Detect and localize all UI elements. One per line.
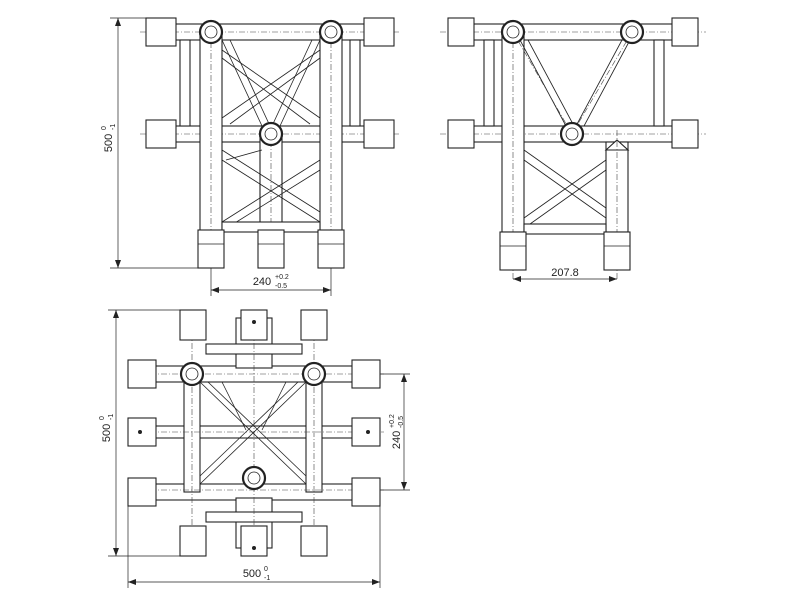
side-coupler-mr	[671, 119, 699, 149]
top-inner-dim-tol-upper: +0.2	[389, 414, 396, 428]
front-side-strut-right	[349, 39, 361, 127]
top-node-nw	[179, 361, 205, 387]
side-foot-right	[603, 231, 631, 271]
top-coupler-n2	[240, 309, 268, 341]
top-coupler-n1	[179, 309, 207, 341]
side-coupler-ml	[447, 119, 475, 149]
front-coupler-tl	[145, 17, 177, 47]
top-inner-dim-value: 240	[391, 431, 403, 449]
top-coupler-s1	[179, 525, 207, 557]
front-height-dim-tol-upper: 0	[101, 126, 108, 130]
side-strut-left	[483, 39, 495, 127]
top-height-dim-tol-upper: 0	[99, 416, 106, 420]
side-node-center	[559, 121, 585, 147]
side-foot-left	[499, 231, 527, 271]
top-view: 500 0 -1 240 +0.2 -0.5 500 0 -1	[99, 309, 410, 588]
front-node-tr	[318, 19, 344, 45]
side-bottom-chord	[523, 223, 607, 235]
side-node-right	[619, 19, 645, 45]
front-height-dim-tol-lower: -1	[110, 124, 117, 130]
front-foot-left	[197, 229, 225, 269]
front-node-tl	[198, 19, 224, 45]
top-coupler-e2	[351, 417, 381, 447]
side-width-dim-value: 207.8	[551, 267, 579, 279]
side-strut-right	[653, 39, 665, 127]
top-coupler-w3	[127, 477, 157, 507]
top-node-ne	[301, 361, 327, 387]
front-height-dim-value: 500	[103, 134, 115, 152]
top-inner-dim-tol-lower: -0.5	[398, 416, 405, 428]
top-node-center	[241, 465, 267, 491]
top-height-dim-tol-lower: -1	[108, 414, 115, 420]
front-coupler-mr	[363, 119, 395, 149]
front-foot-center	[257, 229, 285, 269]
front-coupler-tr	[363, 17, 395, 47]
top-width-dim-tol-upper: 0	[264, 566, 268, 573]
side-coupler-tl	[447, 17, 475, 47]
front-node-center	[258, 121, 284, 147]
front-view: 500 0 -1 240 +0.2 -0.5	[101, 17, 400, 296]
front-coupler-ml	[145, 119, 177, 149]
front-side-strut-left	[179, 39, 191, 127]
top-coupler-s2	[240, 525, 268, 557]
top-width-dim-value: 500	[243, 568, 261, 580]
front-width-dim-tol-upper: +0.2	[275, 274, 289, 281]
top-coupler-w1	[127, 359, 157, 389]
top-coupler-n3	[300, 309, 328, 341]
side-node-left	[500, 19, 526, 45]
top-coupler-e3	[351, 477, 381, 507]
top-coupler-s3	[300, 525, 328, 557]
front-width-dim-tol-lower: -0.5	[275, 283, 287, 290]
top-coupler-e1	[351, 359, 381, 389]
top-width-dim-tol-lower: -1	[264, 575, 270, 582]
side-view: 207.8	[440, 17, 706, 282]
front-foot-right	[317, 229, 345, 269]
side-coupler-tr	[671, 17, 699, 47]
top-height-dim-value: 500	[101, 424, 113, 442]
front-width-dim-value: 240	[253, 276, 271, 288]
